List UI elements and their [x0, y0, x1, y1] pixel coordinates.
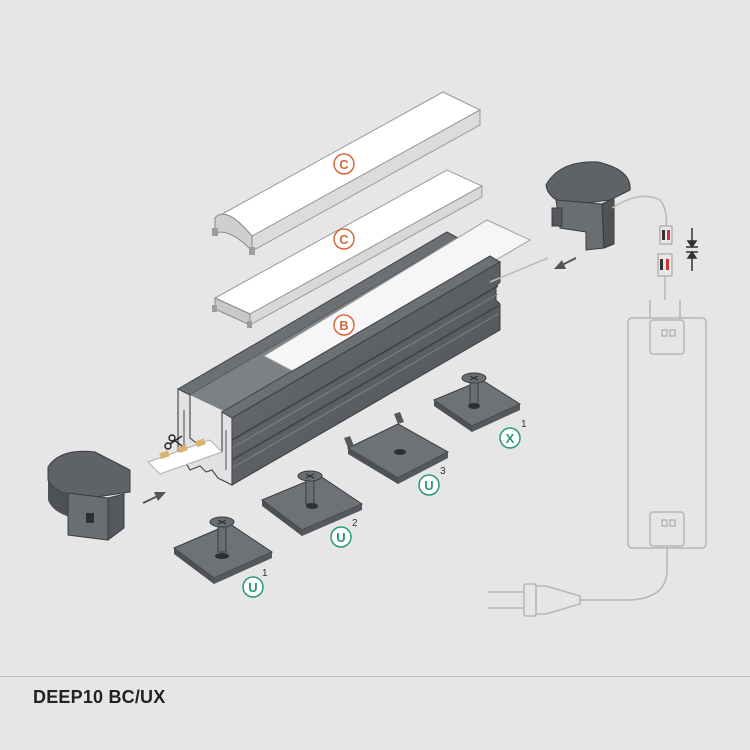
svg-text:1: 1 [521, 419, 527, 430]
footer-divider [0, 676, 750, 677]
left-end-cap [47, 450, 131, 541]
arrow-right-icon [142, 492, 166, 504]
mounting-clip-x [432, 372, 522, 432]
badge-u2: U 2 [330, 518, 358, 548]
badge-b: B [333, 314, 355, 336]
scissors-icon [164, 434, 183, 450]
badge-c-top: C [333, 153, 355, 175]
arrow-left-icon [554, 257, 577, 269]
svg-text:2: 2 [352, 518, 358, 529]
svg-text:C: C [339, 232, 349, 247]
product-title: DEEP10 BC/UX [33, 687, 166, 707]
svg-text:U: U [424, 478, 433, 493]
mounting-clip-u1 [173, 516, 274, 584]
svg-text:C: C [339, 157, 349, 172]
svg-text:B: B [339, 318, 348, 333]
svg-text:1: 1 [262, 568, 268, 579]
power-plug [488, 583, 581, 617]
compress-arrows-icon [686, 228, 698, 271]
svg-text:U: U [248, 580, 257, 595]
svg-text:X: X [506, 431, 515, 446]
badge-c-middle: C [333, 228, 355, 250]
mounting-clip-u2 [260, 470, 364, 536]
badge-x: X 1 [499, 419, 527, 449]
svg-text:U: U [336, 530, 345, 545]
cable [489, 195, 668, 283]
svg-text:3: 3 [440, 466, 446, 477]
power-supply [580, 300, 707, 601]
led-strip [147, 438, 223, 475]
connector [657, 225, 673, 300]
badge-u1: U 1 [242, 568, 268, 598]
right-end-cap [545, 161, 631, 251]
badge-u3: U 3 [418, 466, 446, 496]
mounting-clip-u3 [344, 412, 450, 484]
